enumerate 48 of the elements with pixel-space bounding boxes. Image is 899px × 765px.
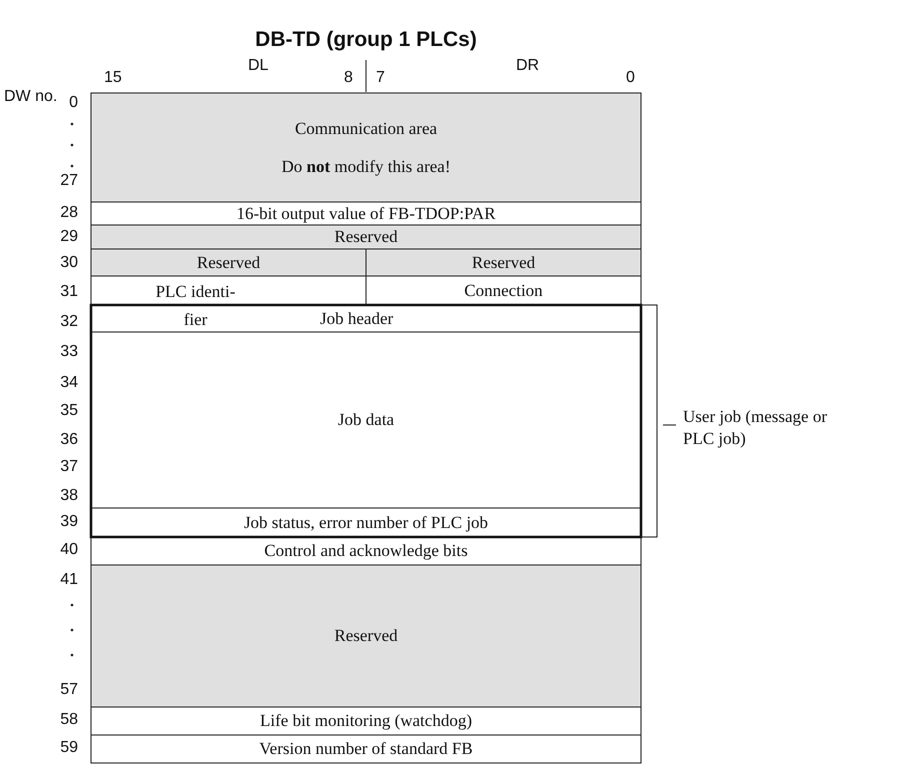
byte-heading: DL <box>248 57 268 75</box>
word-number: 36 <box>60 431 78 449</box>
column-heading: DW no. <box>4 88 58 106</box>
cell-text: PLC identi- fier <box>154 281 236 331</box>
word-number: 35 <box>60 402 78 420</box>
cell-text: Reserved <box>196 252 260 274</box>
bit-number: 15 <box>104 69 122 87</box>
word-number: 38 <box>60 487 78 505</box>
byte-heading: DR <box>516 57 540 75</box>
word-number: 59 <box>60 739 78 757</box>
cell-text: Job header <box>320 308 394 330</box>
word-number: 41 <box>60 571 78 589</box>
data-byte-cell <box>91 249 366 276</box>
word-number: 57 <box>60 681 78 699</box>
cell-text: Version number of standard FB <box>259 738 473 760</box>
word-number: 39 <box>60 513 78 531</box>
word-number: 30 <box>60 254 78 272</box>
annotation-text: User job (message or PLC job) <box>683 406 828 450</box>
word-number: 40 <box>60 541 78 559</box>
word-number: 28 <box>60 204 78 222</box>
cell-text: Connection <box>464 280 543 302</box>
cell-text: Communication area <box>294 118 438 140</box>
cell-text: 16-bit output value of FB-TDOP:PAR <box>236 202 496 224</box>
memory-area <box>91 565 641 707</box>
cell-text: Control and acknowledge bits <box>264 540 468 562</box>
word-number: 0 <box>69 94 78 112</box>
word-number: 31 <box>60 283 78 301</box>
word-number: 27 <box>60 172 78 190</box>
word-number: 34 <box>60 374 78 392</box>
word-number: 29 <box>60 228 78 246</box>
memory-area <box>91 93 641 202</box>
word-number: 58 <box>60 711 78 729</box>
cell-note: Do not modify this area! <box>281 156 451 178</box>
word-number: 37 <box>60 458 78 476</box>
bit-number: 8 <box>344 69 353 87</box>
cell-text: Job status, error number of PLC job <box>244 512 488 534</box>
data-word-row <box>91 225 641 249</box>
cell-text: Life bit monitoring (watchdog) <box>260 710 472 732</box>
cell-text: Reserved <box>334 226 398 248</box>
word-number: 32 <box>60 313 78 331</box>
cell-text: Reserved <box>334 625 398 647</box>
data-byte-cell <box>366 249 641 276</box>
diagram-title: DB-TD (group 1 PLCs) <box>254 28 478 52</box>
word-number: 33 <box>60 343 78 361</box>
bit-number: 0 <box>626 69 635 87</box>
cell-text: Job data <box>338 409 394 431</box>
bit-number: 7 <box>376 69 385 87</box>
cell-text: Reserved <box>472 252 536 274</box>
